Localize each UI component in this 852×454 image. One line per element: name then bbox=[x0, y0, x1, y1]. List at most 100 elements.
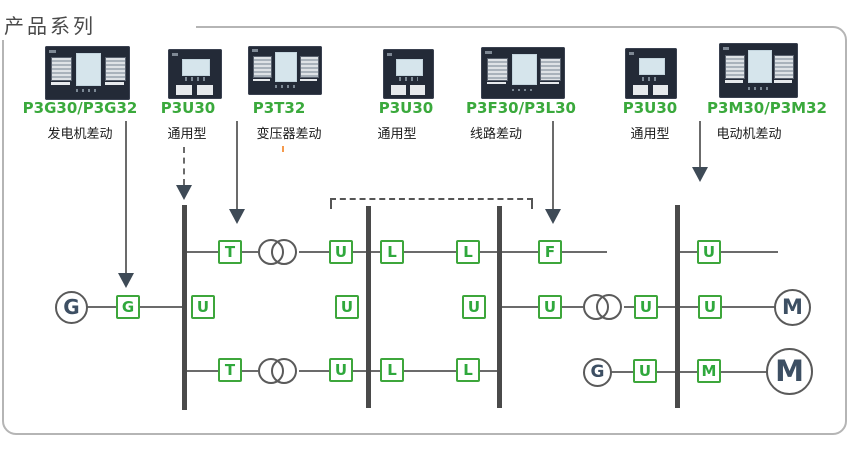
device-image-p3g30 bbox=[45, 46, 130, 100]
device-left-panel bbox=[50, 57, 73, 81]
device-logo bbox=[485, 50, 492, 54]
type-label-line-diff: 线路差动 bbox=[469, 127, 522, 142]
device-right-panel bbox=[539, 57, 562, 81]
device-key bbox=[632, 84, 649, 95]
device-right-panel bbox=[104, 57, 127, 81]
device-logo bbox=[629, 52, 635, 56]
device-right-panel bbox=[774, 54, 795, 79]
device-buttons bbox=[512, 88, 535, 92]
device-label-strip bbox=[486, 81, 507, 85]
transformer-icon bbox=[583, 293, 624, 321]
device-logo bbox=[722, 46, 730, 51]
motor-circle-mid: M bbox=[774, 289, 811, 326]
device-left-panel bbox=[253, 56, 273, 78]
relay-box-u: U bbox=[698, 295, 722, 319]
generator-circle-small: G bbox=[583, 358, 612, 387]
arrow-line-feeder bbox=[552, 121, 554, 209]
device-logo bbox=[49, 49, 57, 53]
device-image-p3m30 bbox=[719, 43, 798, 98]
relay-box-u: U bbox=[335, 295, 359, 319]
transformer-icon bbox=[258, 357, 299, 385]
arrow-line-bus-d bbox=[699, 121, 701, 167]
model-label-p3u30-b: P3U30 bbox=[378, 99, 434, 117]
busbar-c bbox=[497, 206, 502, 408]
transformer-coil bbox=[271, 239, 297, 265]
device-key bbox=[410, 85, 426, 95]
device-label-strip bbox=[104, 82, 125, 85]
device-screen bbox=[396, 59, 423, 76]
device-buttons bbox=[748, 87, 770, 90]
device-left-panel bbox=[724, 54, 745, 79]
arrow-head-icon bbox=[692, 167, 708, 182]
relay-box-f: F bbox=[538, 240, 562, 264]
arrow-head-icon bbox=[176, 185, 192, 200]
busbar-b bbox=[366, 206, 371, 408]
relay-box-u: U bbox=[191, 295, 215, 319]
circuit-line-row3-right bbox=[611, 371, 767, 373]
type-label-transformer-diff: 变压器差动 bbox=[256, 127, 322, 142]
relay-box-m: M bbox=[697, 359, 721, 383]
model-label-p3m30: P3M30/P3M32 bbox=[707, 99, 827, 117]
device-logo bbox=[387, 53, 393, 56]
type-label-motor-diff: 电动机差动 bbox=[716, 127, 782, 142]
relay-box-u: U bbox=[329, 240, 353, 264]
device-buttons bbox=[185, 77, 205, 81]
arrow-line-transformer bbox=[236, 121, 238, 209]
device-image-p3u30-c bbox=[625, 48, 677, 99]
busbar-a bbox=[182, 205, 187, 410]
device-right-panel bbox=[299, 56, 319, 78]
device-logo bbox=[172, 53, 178, 56]
device-buttons bbox=[275, 85, 296, 88]
device-label-strip bbox=[50, 82, 71, 85]
device-label-strip bbox=[774, 79, 793, 83]
device-screen bbox=[182, 59, 210, 76]
generator-circle-left: G bbox=[55, 291, 88, 324]
coverage-bracket bbox=[330, 198, 533, 209]
device-buttons bbox=[641, 76, 661, 81]
device-screen bbox=[275, 52, 298, 83]
transformer-coil bbox=[596, 294, 622, 320]
device-key bbox=[652, 84, 669, 95]
arrow-line-bus-a-dashed bbox=[183, 147, 185, 185]
relay-box-u: U bbox=[329, 358, 353, 382]
device-buttons bbox=[76, 89, 100, 92]
relay-box-t: T bbox=[218, 358, 242, 382]
device-screen bbox=[638, 58, 666, 76]
transformer-icon bbox=[258, 238, 299, 266]
type-label-generator-diff: 发电机差动 bbox=[47, 127, 113, 142]
relay-box-u: U bbox=[697, 240, 721, 264]
device-label-strip bbox=[724, 79, 743, 83]
motor-circle-large: M bbox=[766, 348, 813, 395]
device-buttons bbox=[399, 77, 418, 81]
panel-border bbox=[2, 26, 847, 435]
page-title: 产品系列 bbox=[4, 14, 96, 38]
type-label-universal-c: 通用型 bbox=[630, 127, 670, 142]
device-image-p3u30-b bbox=[383, 49, 434, 99]
relay-box-l: L bbox=[380, 240, 404, 264]
title-mask bbox=[0, 14, 196, 40]
model-label-p3u30-c: P3U30 bbox=[622, 99, 678, 117]
relay-box-u: U bbox=[633, 359, 657, 383]
arrow-head-icon bbox=[118, 273, 134, 288]
relay-box-u: U bbox=[462, 295, 486, 319]
device-label-strip bbox=[539, 81, 560, 85]
device-key bbox=[196, 85, 213, 95]
relay-box-t: T bbox=[218, 240, 242, 264]
model-label-p3t32: P3T32 bbox=[252, 99, 306, 117]
device-image-p3t32 bbox=[248, 46, 322, 95]
model-label-p3f30: P3F30/P3L30 bbox=[466, 99, 576, 117]
device-screen bbox=[76, 53, 102, 86]
device-key bbox=[176, 85, 193, 95]
type-label-universal-b: 通用型 bbox=[377, 127, 417, 142]
circuit-line-row1-right bbox=[677, 251, 778, 253]
device-image-p3f30 bbox=[481, 47, 565, 99]
transformer-coil bbox=[271, 358, 297, 384]
relay-box-u: U bbox=[634, 295, 658, 319]
device-logo bbox=[251, 49, 258, 53]
device-left-panel bbox=[486, 57, 509, 81]
relay-box-l: L bbox=[456, 240, 480, 264]
relay-box-l: L bbox=[380, 358, 404, 382]
arrow-line-generator bbox=[125, 121, 127, 273]
device-image-p3u30-a bbox=[168, 49, 222, 99]
